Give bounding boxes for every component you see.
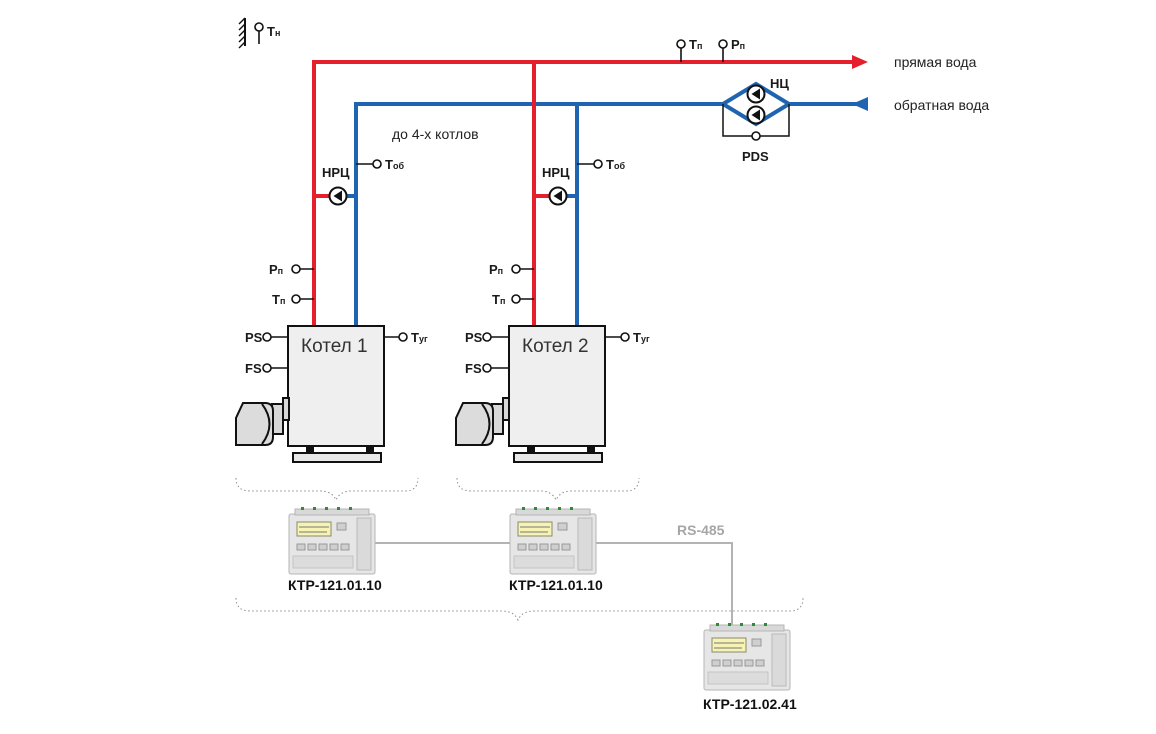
supply-label: прямая вода (894, 54, 977, 70)
controller-device-icon (703, 622, 791, 691)
boiler-body-1 (287, 325, 385, 447)
rs485-bus (375, 542, 733, 633)
return-arrow-icon (852, 97, 868, 111)
svg-text:Tоб: Tоб (385, 157, 404, 172)
svg-text:Pп: Pп (269, 262, 283, 277)
network-pump-icon (746, 84, 766, 104)
recirc-pump-icon-1 (328, 186, 348, 206)
svg-text:Tп: Tп (492, 292, 505, 307)
controller-model-1: КТР-121.01.10 (288, 577, 382, 593)
svg-text:Pп: Pп (731, 37, 745, 52)
svg-text:PS: PS (465, 330, 483, 345)
supply-header: прямая вода (314, 54, 977, 70)
svg-text:Tуг: Tуг (633, 330, 650, 345)
controller-device-icon (288, 506, 376, 575)
supply-arrow-icon (852, 55, 868, 69)
svg-text:Pп: Pп (489, 262, 503, 277)
recirc-pump-label-2: НРЦ (542, 165, 570, 180)
svg-text:FS: FS (245, 361, 262, 376)
controller-1: КТР-121.01.10 (288, 506, 382, 593)
svg-text:Tп: Tп (689, 37, 702, 52)
controller-model-2: КТР-121.01.10 (509, 577, 603, 593)
svg-text:Tуг: Tуг (411, 330, 428, 345)
svg-text:PS: PS (245, 330, 263, 345)
pds-sensor-icon (751, 131, 761, 141)
header-sensors: Tп Pп (676, 37, 745, 62)
network-pump-group: НЦ PDS (719, 76, 793, 164)
boiler-2: НРЦ Tоб Pп Tп PS FS Tуг Котел 2 (455, 60, 650, 463)
grouping-braces (235, 477, 804, 622)
boiler-1: НРЦ Tоб Pп Tп PS FS Tуг Котел 1 (235, 60, 428, 463)
controller-model-3: КТР-121.02.41 (703, 696, 797, 712)
svg-text:Tн: Tн (267, 24, 280, 39)
burner-icon-1 (235, 397, 290, 446)
burner-icon-2 (455, 397, 510, 446)
svg-text:Tоб: Tоб (606, 157, 625, 172)
boilers-note: до 4-х котлов (392, 126, 479, 142)
network-pump-icon-2 (746, 105, 766, 125)
pds-label: PDS (742, 149, 769, 164)
rs485-label: RS-485 (677, 522, 725, 538)
network-pump-label: НЦ (770, 76, 789, 91)
boiler-title-1: Котел 1 (301, 336, 368, 357)
recirc-pump-label-1: НРЦ (322, 165, 350, 180)
return-label: обратная вода (894, 97, 989, 113)
controller-2: КТР-121.01.10 (509, 506, 603, 593)
svg-text:FS: FS (465, 361, 482, 376)
boiler-title-2: Котел 2 (522, 336, 589, 357)
return-header: обратная вода (356, 97, 989, 113)
outdoor-temp-sensor: Tн (238, 17, 280, 49)
recirc-pump-icon-2 (548, 186, 568, 206)
svg-text:Tп: Tп (272, 292, 285, 307)
boiler-body-2 (508, 325, 606, 447)
controller-3: КТР-121.02.41 (703, 622, 797, 712)
controller-device-icon (509, 506, 597, 575)
